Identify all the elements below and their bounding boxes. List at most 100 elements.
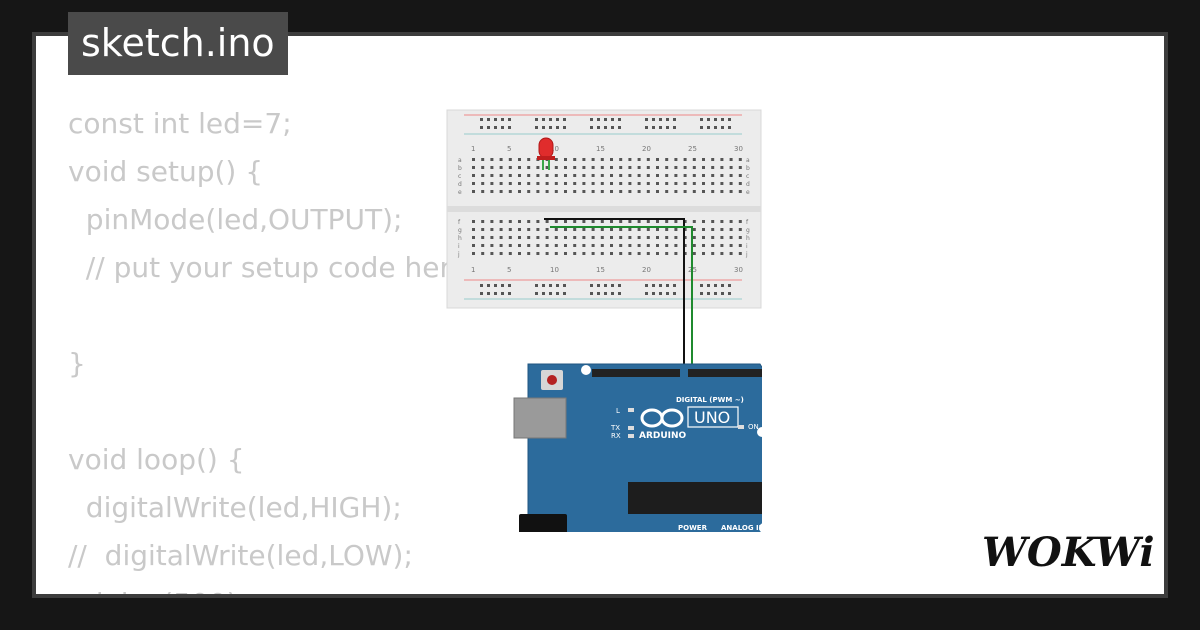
breadboard-hole (518, 252, 521, 255)
breadboard-hole (564, 244, 567, 247)
breadboard-hole (481, 236, 485, 239)
breadboard-hole (481, 182, 485, 185)
breadboard-hole (720, 252, 724, 255)
code-line: pinMode(led,OUTPUT); (68, 203, 403, 236)
breadboard-hole (628, 228, 632, 231)
breadboard-hole (683, 252, 687, 255)
breadboard-hole (720, 158, 724, 161)
breadboard-hole (554, 236, 558, 239)
breadboard-hole (554, 190, 558, 193)
breadboard-hole (591, 166, 595, 169)
breadboard-row-letter: d (458, 181, 462, 188)
file-name-tab[interactable]: sketch.ino (68, 12, 288, 75)
breadboard-hole (674, 182, 678, 185)
breadboard-hole (591, 244, 595, 247)
breadboard-hole (637, 228, 641, 231)
breadboard-hole (518, 174, 521, 177)
breadboard-hole (545, 228, 549, 231)
breadboard-hole (637, 252, 641, 255)
led-on-label: ON (748, 423, 759, 431)
breadboard-hole (721, 292, 724, 295)
breadboard-hole (637, 244, 641, 247)
breadboard-hole (499, 236, 503, 239)
breadboard-hole (692, 252, 696, 255)
breadboard-hole (527, 252, 531, 255)
breadboard-row-letter: g (746, 227, 750, 234)
breadboard-hole (527, 182, 531, 185)
breadboard-hole (619, 244, 623, 247)
breadboard-hole (556, 284, 559, 287)
breadboard-hole (711, 244, 715, 247)
breadboard-hole (573, 182, 577, 185)
breadboard-hole (646, 244, 650, 247)
breadboard-hole (490, 252, 494, 255)
breadboard-hole (637, 182, 641, 185)
breadboard-hole (646, 220, 650, 223)
breadboard-hole (481, 252, 485, 255)
breadboard-hole (729, 174, 733, 177)
breadboard-hole (564, 166, 567, 169)
breadboard-hole (545, 190, 549, 193)
breadboard-hole (490, 236, 494, 239)
breadboard-row-letter: e (458, 189, 462, 196)
breadboard-hole (646, 236, 650, 239)
breadboard-hole (711, 182, 715, 185)
breadboard-hole (563, 118, 566, 121)
breadboard-hole (714, 126, 717, 129)
breadboard-hole (702, 228, 705, 231)
bb-col-30: 30 (734, 145, 743, 153)
breadboard-hole (656, 252, 659, 255)
breadboard-hole (554, 158, 558, 161)
breadboard-hole (536, 220, 540, 223)
breadboard-hole (527, 166, 531, 169)
breadboard-hole (554, 252, 558, 255)
breadboard-hole (628, 158, 632, 161)
breadboard-hole (656, 166, 659, 169)
board-model: UNO (694, 408, 730, 427)
breadboard-hole (536, 244, 540, 247)
wokwi-logo-text: WOKWi (982, 529, 1155, 576)
breadboard-hole (499, 252, 503, 255)
breadboard-hole (590, 126, 593, 129)
breadboard-hole (656, 158, 659, 161)
breadboard-hole (472, 166, 475, 169)
breadboard-hole (702, 158, 705, 161)
breadboard-hole (554, 174, 558, 177)
breadboard-hole (591, 252, 595, 255)
breadboard-hole (665, 174, 669, 177)
breadboard-hole (721, 126, 724, 129)
breadboard-hole (637, 174, 641, 177)
breadboard-hole (692, 166, 696, 169)
bb-col-5: 5 (507, 266, 511, 274)
breadboard-hole (659, 118, 662, 121)
breadboard-hole (490, 182, 494, 185)
breadboard-hole (738, 158, 742, 161)
breadboard-hole (518, 182, 521, 185)
breadboard-hole (591, 236, 595, 239)
breadboard-hole (673, 284, 676, 287)
led-component (537, 137, 555, 170)
breadboard-hole (646, 166, 650, 169)
breadboard-hole (683, 228, 687, 231)
breadboard-hole (600, 190, 604, 193)
breadboard-hole (591, 220, 595, 223)
breadboard-hole (619, 228, 623, 231)
bb-col-1: 1 (471, 266, 475, 274)
breadboard-hole (619, 190, 623, 193)
bb-col-1: 1 (471, 145, 475, 153)
breadboard-hole (549, 292, 552, 295)
breadboard-hole (711, 174, 715, 177)
breadboard-hole (480, 284, 483, 287)
breadboard-hole (573, 244, 577, 247)
breadboard-hole (720, 166, 724, 169)
breadboard-hole (573, 158, 577, 161)
breadboard-hole (600, 244, 604, 247)
breadboard-hole (499, 182, 503, 185)
breadboard-hole (656, 182, 659, 185)
breadboard-hole (711, 190, 715, 193)
breadboard-hole (610, 158, 613, 161)
breadboard-hole (549, 284, 552, 287)
breadboard-hole (591, 182, 595, 185)
breadboard-hole (535, 118, 538, 121)
breadboard-hole (527, 228, 531, 231)
